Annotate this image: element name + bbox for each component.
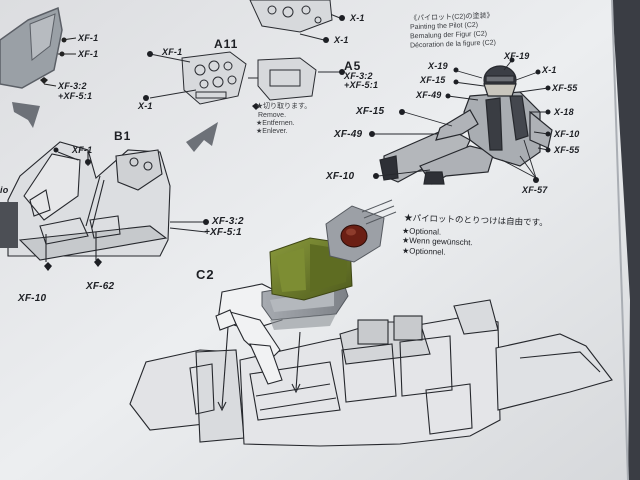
pilot-xf15-label: XF-15 — [420, 75, 446, 85]
panel-xf32-label: XF-3:2 — [344, 71, 373, 81]
panel-x1-topright-label: X-1 — [350, 13, 365, 23]
pilot-figure — [369, 57, 553, 185]
table-edge — [612, 0, 640, 480]
left-edge-part — [0, 202, 18, 248]
part-a11-ref: A11 — [214, 37, 239, 51]
b1-xf10-label: XF-10 — [18, 293, 47, 304]
pilot-xf15b-label: XF-15 — [356, 106, 385, 117]
step-arrow-left — [12, 102, 40, 128]
part-a5-ref: A5 — [344, 59, 362, 73]
pilot-xf49b-label: XF-49 — [334, 129, 363, 140]
b1-xf1-label: XF-1 — [72, 145, 93, 155]
panel-x1-top-label: X-1 — [334, 35, 349, 45]
paint-markers-b1 — [44, 147, 209, 271]
part-c2-ref: C2 — [196, 267, 215, 282]
b1-xf32-label: XF-3:2 — [212, 216, 244, 227]
top-left-xf1-label: XF-1 — [78, 33, 99, 43]
pilot-c2-lineart — [215, 283, 287, 385]
pilot-x1-label: X-1 — [542, 65, 557, 75]
top-panel-part — [249, 0, 333, 33]
b1-xf62-label: XF-62 — [86, 281, 115, 292]
panel-xf1-label: XF-1 — [162, 47, 183, 57]
remove-note-fr: ★Enlever. — [256, 128, 288, 135]
top-left-part — [0, 6, 77, 89]
top-left-xf51-label: +XF-5:1 — [58, 91, 93, 101]
top-left-xf32-label: XF-3:2 — [58, 81, 87, 91]
panel-xf51-label: +XF-5:1 — [344, 80, 379, 90]
part-b1-ref: B1 — [114, 129, 132, 143]
painted-seat-part — [261, 199, 397, 330]
panel-x1-label: X-1 — [138, 101, 153, 111]
pilot-xf10b-label: XF-10 — [326, 171, 355, 182]
step-arrow-middle — [186, 122, 218, 152]
pilot-xf55-label: XF-55 — [552, 83, 578, 93]
b1-edge-label: io — [0, 185, 9, 195]
b1-xf51-label: +XF-5:1 — [204, 227, 242, 238]
paper-edge — [611, 0, 629, 480]
remove-note-en: Remove. — [258, 112, 287, 119]
paint-markers-panel — [143, 15, 345, 110]
pilot-x19-label: X-19 — [428, 61, 448, 71]
optional-note-fr: ★Optionnel. — [401, 246, 446, 257]
fuselage-cockpit — [129, 299, 613, 447]
remove-note-jp: ★切り取ります。 — [256, 103, 312, 110]
pilot-xf19-label: XF-19 — [504, 51, 530, 61]
remove-note-de: ★Entfernen. — [256, 120, 295, 127]
instrument-panel-part — [149, 9, 341, 105]
pilot-xf55b-label: XF-55 — [554, 145, 580, 155]
pilot-xf57-label: XF-57 — [522, 185, 548, 195]
top-left-xf1b-label: XF-1 — [78, 49, 99, 59]
pilot-xf49-label: XF-49 — [416, 90, 442, 100]
pilot-xf10-label: XF-10 — [554, 129, 580, 139]
pilot-x18-label: X-18 — [554, 107, 574, 117]
cockpit-tub-b1 — [7, 141, 207, 262]
